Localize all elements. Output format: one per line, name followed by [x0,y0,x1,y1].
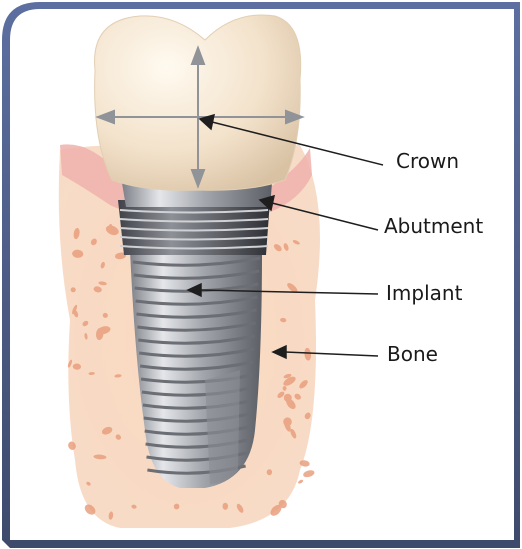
implant-collar [118,200,270,255]
label-bone: Bone [387,342,438,366]
label-implant: Implant [386,281,462,305]
label-abutment: Abutment [384,214,483,238]
label-crown: Crown [396,149,459,173]
